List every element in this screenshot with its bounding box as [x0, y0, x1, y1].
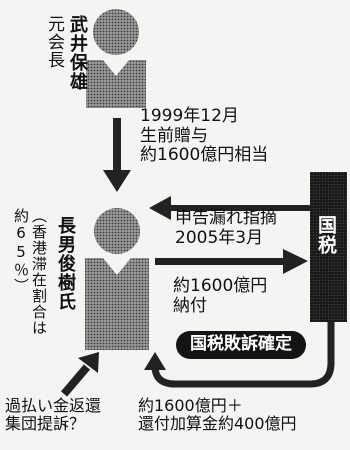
gift-label: 1999年12月 生前贈与 約1600億円相当: [140, 106, 269, 166]
audit-date: 2005年3月: [175, 227, 264, 248]
tax-office-label: 国税: [315, 215, 337, 255]
son-name: 長男俊樹氏: [55, 216, 76, 311]
lawsuit-label: 過払い金返還 集団提訴？: [5, 396, 102, 434]
refund-line1: 約1600億円＋: [138, 396, 243, 415]
gift-date: 1999年12月: [140, 106, 239, 126]
payment-action: 納付: [173, 295, 207, 316]
lawsuit-line2: 集団提訴？: [5, 414, 86, 434]
takei-title: 元会長: [44, 15, 64, 69]
takei-name: 武井保雄: [67, 15, 88, 91]
son-hk-note: （香港滞在割合は約65％）: [12, 208, 48, 336]
tax-office-box: [310, 172, 347, 322]
lawsuit-arrow: [60, 352, 99, 397]
refund-line2: 還付加算金約400億円: [138, 414, 297, 434]
takei-figure-icon: [86, 9, 146, 108]
son-figure-icon: [85, 208, 149, 350]
audit-finding: 申告漏れ指摘: [175, 208, 277, 228]
payment-amount: 約1600億円: [173, 276, 268, 296]
lawsuit-line1: 過払い金返還: [5, 396, 102, 415]
gift-type: 生前贈与: [140, 125, 208, 146]
refund-label: 約1600億円＋ 還付加算金約400億円: [138, 396, 297, 434]
audit-arrow: [149, 196, 310, 220]
payment-label: 約1600億円 納付: [173, 276, 268, 316]
gift-amount: 約1600億円相当: [140, 145, 269, 166]
payment-arrow: [155, 249, 308, 274]
verdict-badge: [176, 331, 306, 359]
verdict-text: 国税敗訴確定: [190, 334, 292, 354]
audit-label: 申告漏れ指摘 2005年3月: [175, 208, 277, 248]
gift-arrow: [103, 118, 131, 192]
refund-arrow: [144, 322, 335, 388]
